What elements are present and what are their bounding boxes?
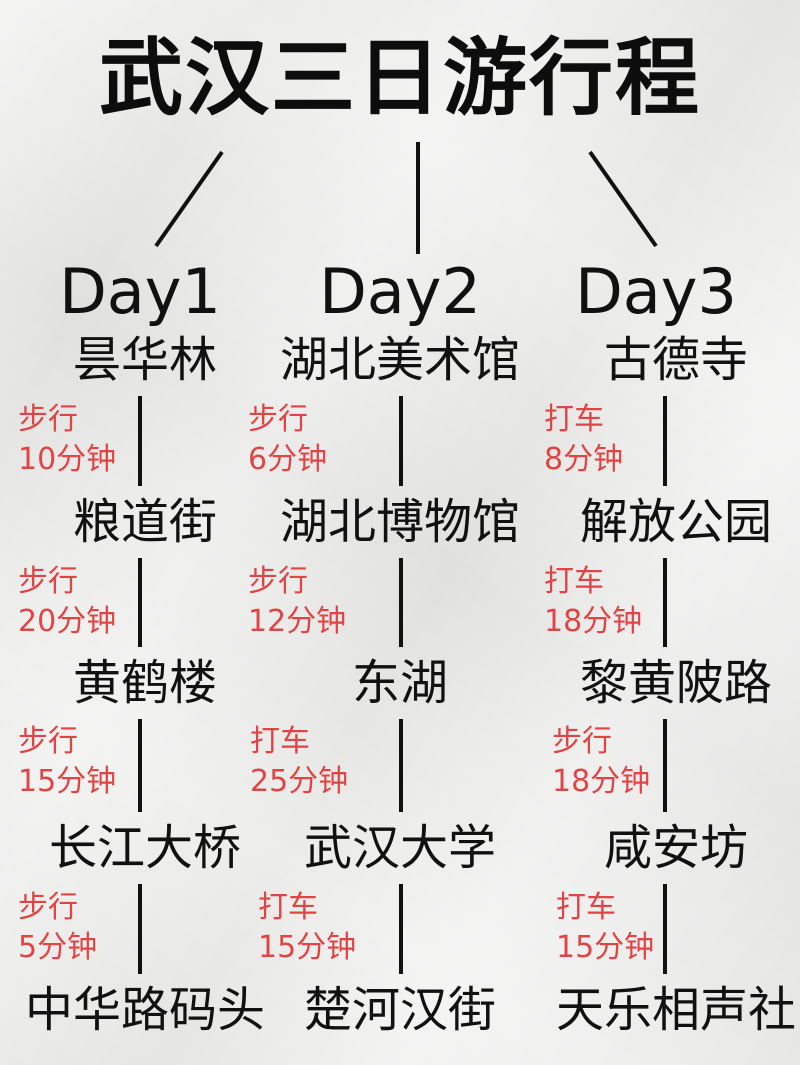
transit-day2-4: 打车 15分钟 [258,888,356,968]
stop-day1-4: 长江大桥 [48,820,241,876]
branch-line-day1 [154,150,224,248]
transit-day3-1: 打车 8分钟 [544,400,623,480]
transit-day3-4: 打车 15分钟 [556,888,654,968]
transit-time: 10分钟 [18,442,117,477]
transit-mode: 步行 [248,564,308,599]
stop-day1-1: 昙华林 [72,332,217,388]
stop-day2-3: 东湖 [351,655,448,711]
transit-time: 18分钟 [544,604,643,639]
stop-day1-5: 中华路码头 [24,982,265,1038]
transit-mode: 步行 [18,564,78,599]
transit-mode: 打车 [544,402,604,437]
transit-day3-3: 步行 18分钟 [552,722,650,802]
transit-mode: 打车 [250,724,310,759]
transit-time: 12分钟 [248,604,347,639]
stop-day2-2: 湖北博物馆 [279,494,520,550]
transit-time: 15分钟 [258,930,357,965]
transit-time: 25分钟 [250,764,349,799]
transit-mode: 步行 [248,402,308,437]
stop-day3-5: 天乐相声社 [555,982,796,1038]
transit-mode: 打车 [258,890,318,925]
stop-day3-3: 黎黄陂路 [579,655,772,711]
transit-day3-2: 打车 18分钟 [544,562,642,642]
branch-line-day3 [588,150,658,248]
transit-day2-3: 打车 25分钟 [250,722,348,802]
transit-time: 5分钟 [18,930,98,965]
stop-day3-4: 咸安坊 [603,820,748,876]
transit-mode: 步行 [18,890,78,925]
transit-day1-4: 步行 5分钟 [18,888,97,968]
transit-mode: 步行 [18,402,78,437]
transit-day2-1: 步行 6分钟 [248,400,327,480]
transit-mode: 步行 [18,724,78,759]
transit-day1-2: 步行 20分钟 [18,562,116,642]
day-label-1: Day1 [59,255,221,328]
stop-day1-3: 黄鹤楼 [72,655,217,711]
transit-time: 8分钟 [544,442,624,477]
transit-day1-3: 步行 15分钟 [18,722,116,802]
transit-mode: 步行 [552,724,612,759]
stop-day3-2: 解放公园 [579,494,772,550]
transit-day1-1: 步行 10分钟 [18,400,116,480]
transit-mode: 打车 [544,564,604,599]
transit-time: 18分钟 [552,764,651,799]
stop-day3-1: 古德寺 [603,332,748,388]
transit-time: 15分钟 [18,764,117,799]
stop-day2-4: 武汉大学 [303,820,496,876]
transit-time: 6分钟 [248,442,328,477]
day-label-2: Day2 [319,255,481,328]
transit-time: 20分钟 [18,604,117,639]
page-title: 武汉三日游行程 [98,29,701,127]
transit-time: 15分钟 [556,930,655,965]
stop-day2-5: 楚河汉街 [303,982,496,1038]
transit-day2-2: 步行 12分钟 [248,562,346,642]
stop-day1-2: 粮道街 [72,494,217,550]
day-label-3: Day3 [575,255,737,328]
stop-day2-1: 湖北美术馆 [279,332,520,388]
transit-mode: 打车 [556,890,616,925]
